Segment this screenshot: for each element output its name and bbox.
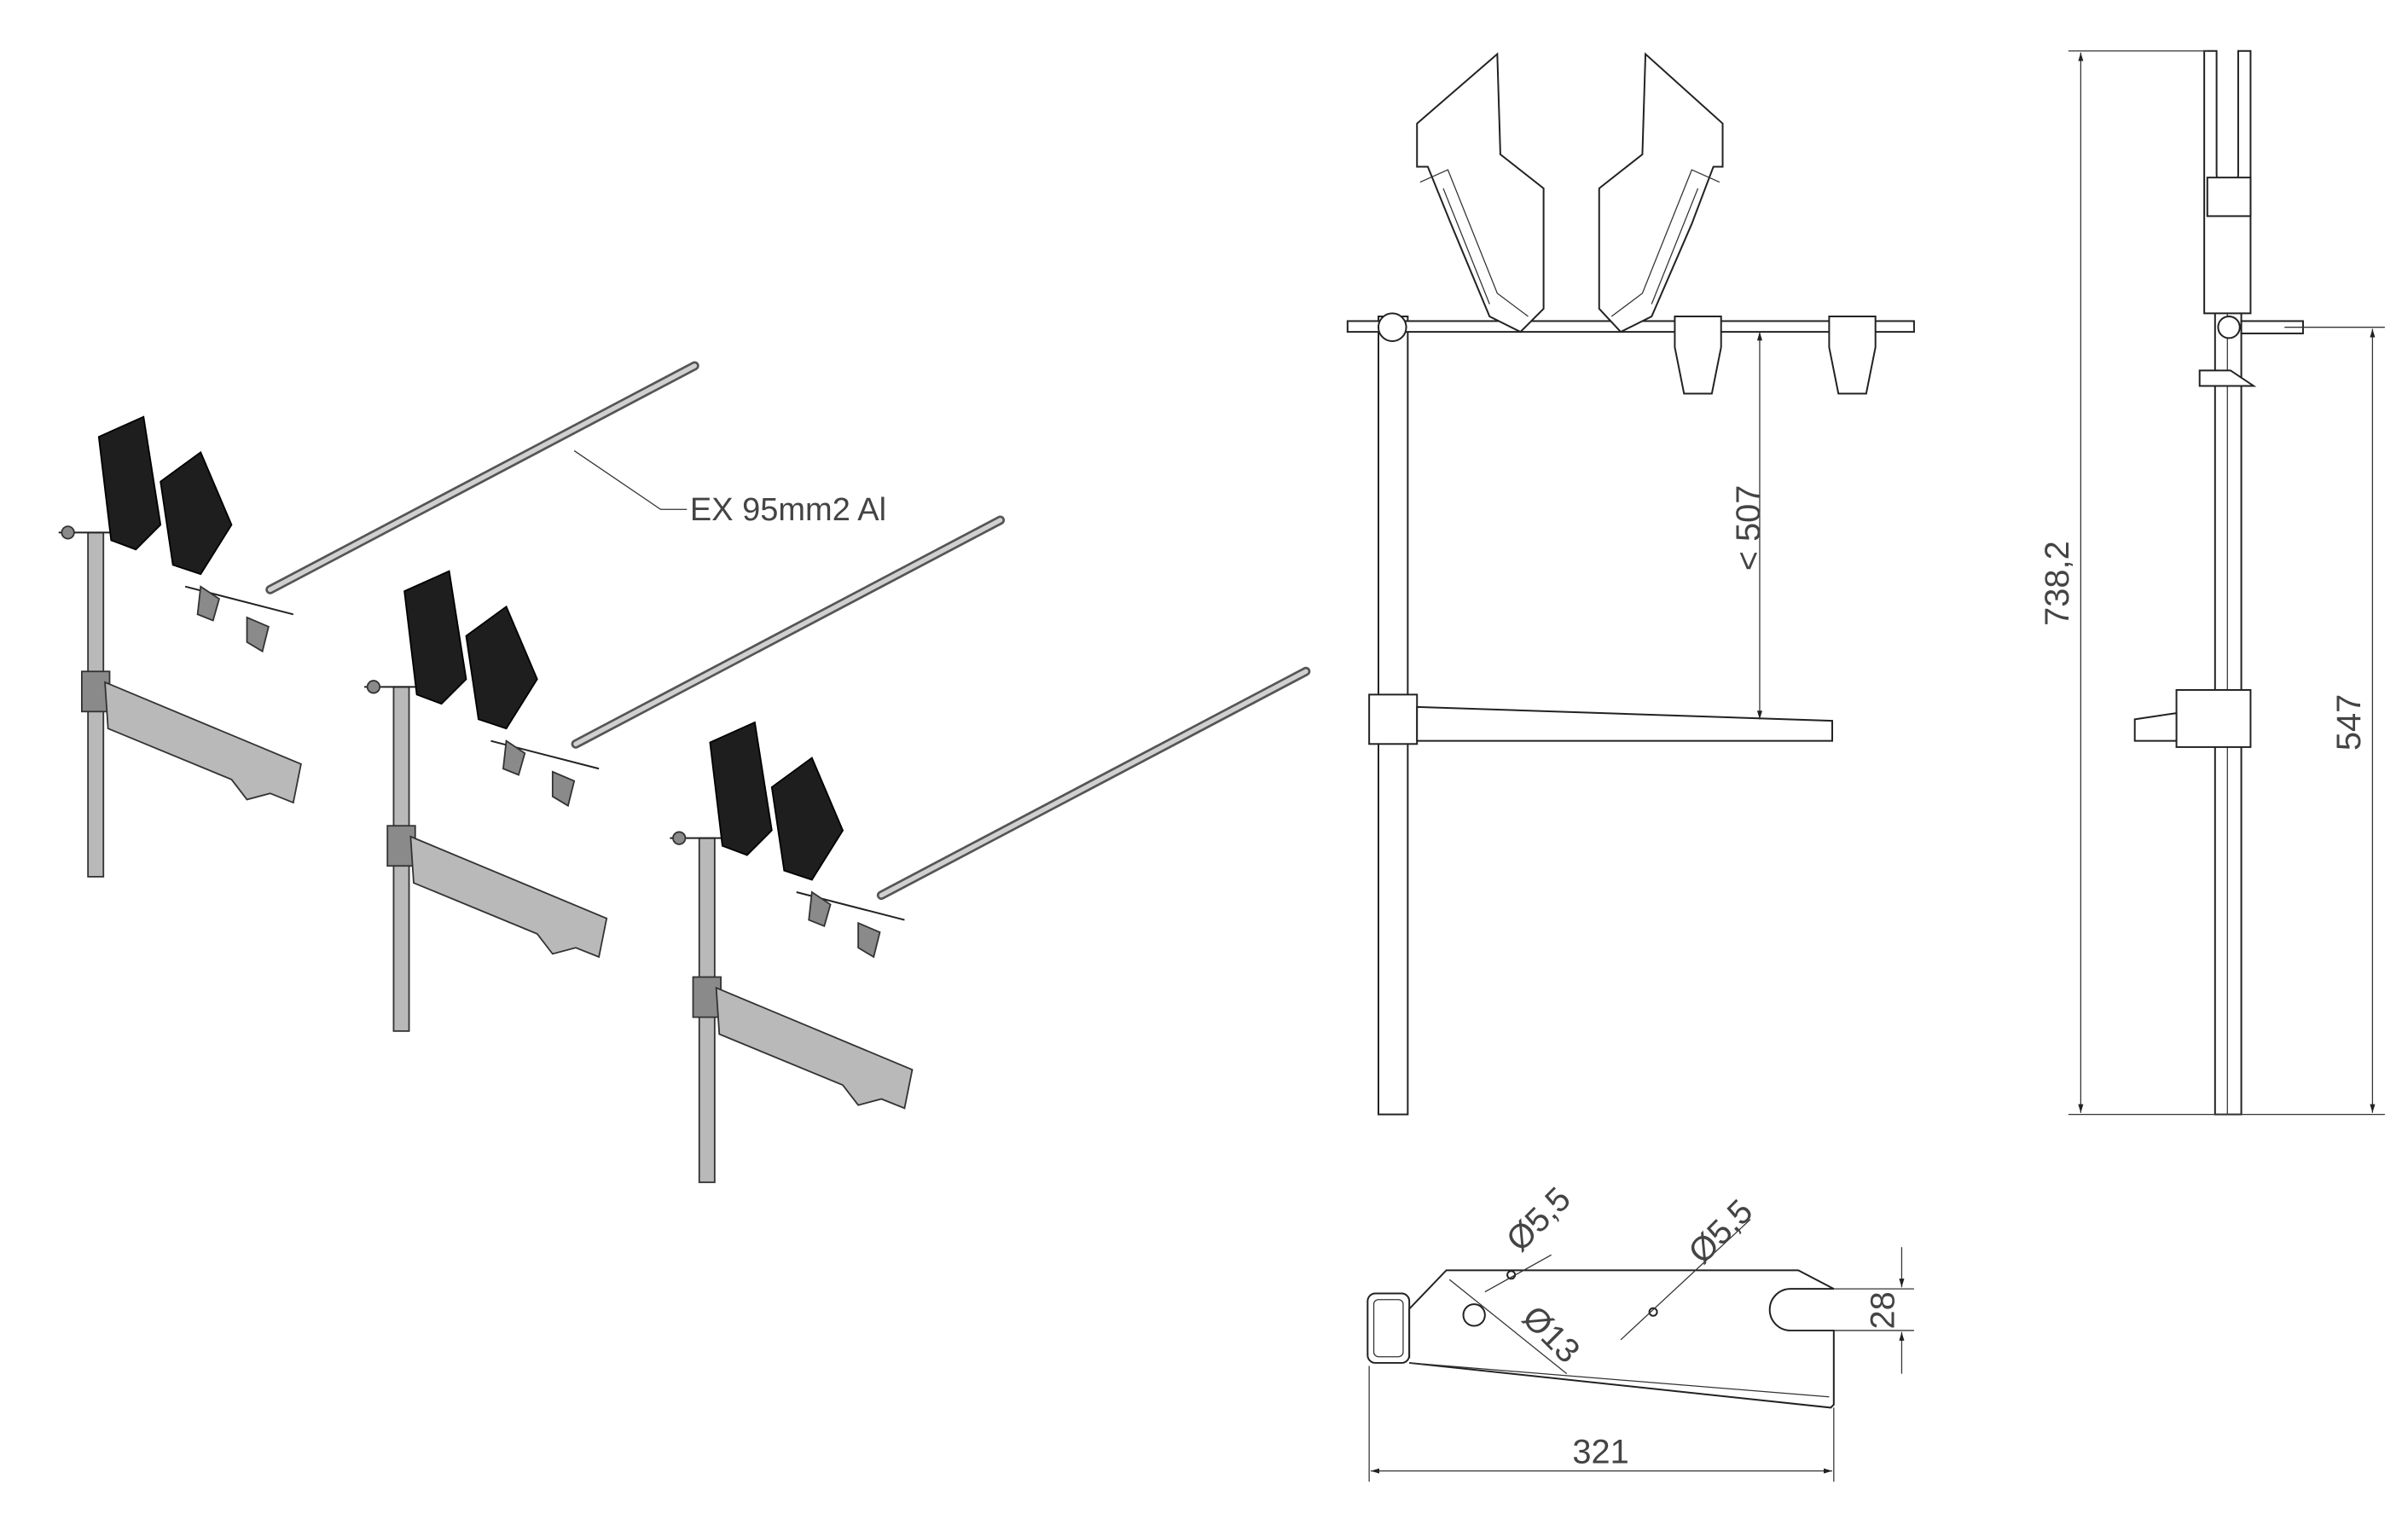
length-dim: 321 (1572, 1434, 1628, 1471)
slot-width-dim: 28 (1864, 1291, 1901, 1329)
bracket-arm (1416, 705, 1834, 742)
mounting-bracket (104, 681, 302, 804)
clamp (1828, 316, 1877, 395)
cable-label: EX 95mm2 Al (690, 492, 886, 528)
hole-small-dim-1: Ø5,5 (1500, 1180, 1578, 1259)
sleeve (2175, 688, 2252, 748)
hole-large (1462, 1303, 1486, 1327)
insulator-left (1416, 52, 1545, 333)
isometric-assembly (670, 666, 1311, 1184)
sleeve (1368, 693, 1419, 745)
hole-small (1648, 1307, 1658, 1317)
insulator-right (1598, 52, 1724, 333)
clamp (1674, 316, 1722, 395)
rod-height-dim: 547 (2330, 694, 2368, 751)
insulator-black (97, 415, 162, 551)
isometric-assembly (364, 515, 1006, 1032)
isometric-view: EX 95mm2 Al (58, 361, 1311, 1184)
side-view: 738,2 547 (2039, 49, 2385, 1116)
hole-small-dim-2: Ø5,5 (1681, 1192, 1760, 1271)
clearance-dim: < 507 (1730, 485, 1767, 571)
isometric-assembly (58, 361, 699, 878)
insulator-black (160, 450, 233, 576)
bracket-view: Ø5,5 Ø5,5 Ø13 28 321 (1366, 1180, 1914, 1482)
cable-leader-line (573, 449, 688, 510)
overall-height-dim: 738,2 (2039, 541, 2076, 626)
clamp (196, 585, 270, 653)
front-view: < 507 (1346, 52, 1915, 1116)
